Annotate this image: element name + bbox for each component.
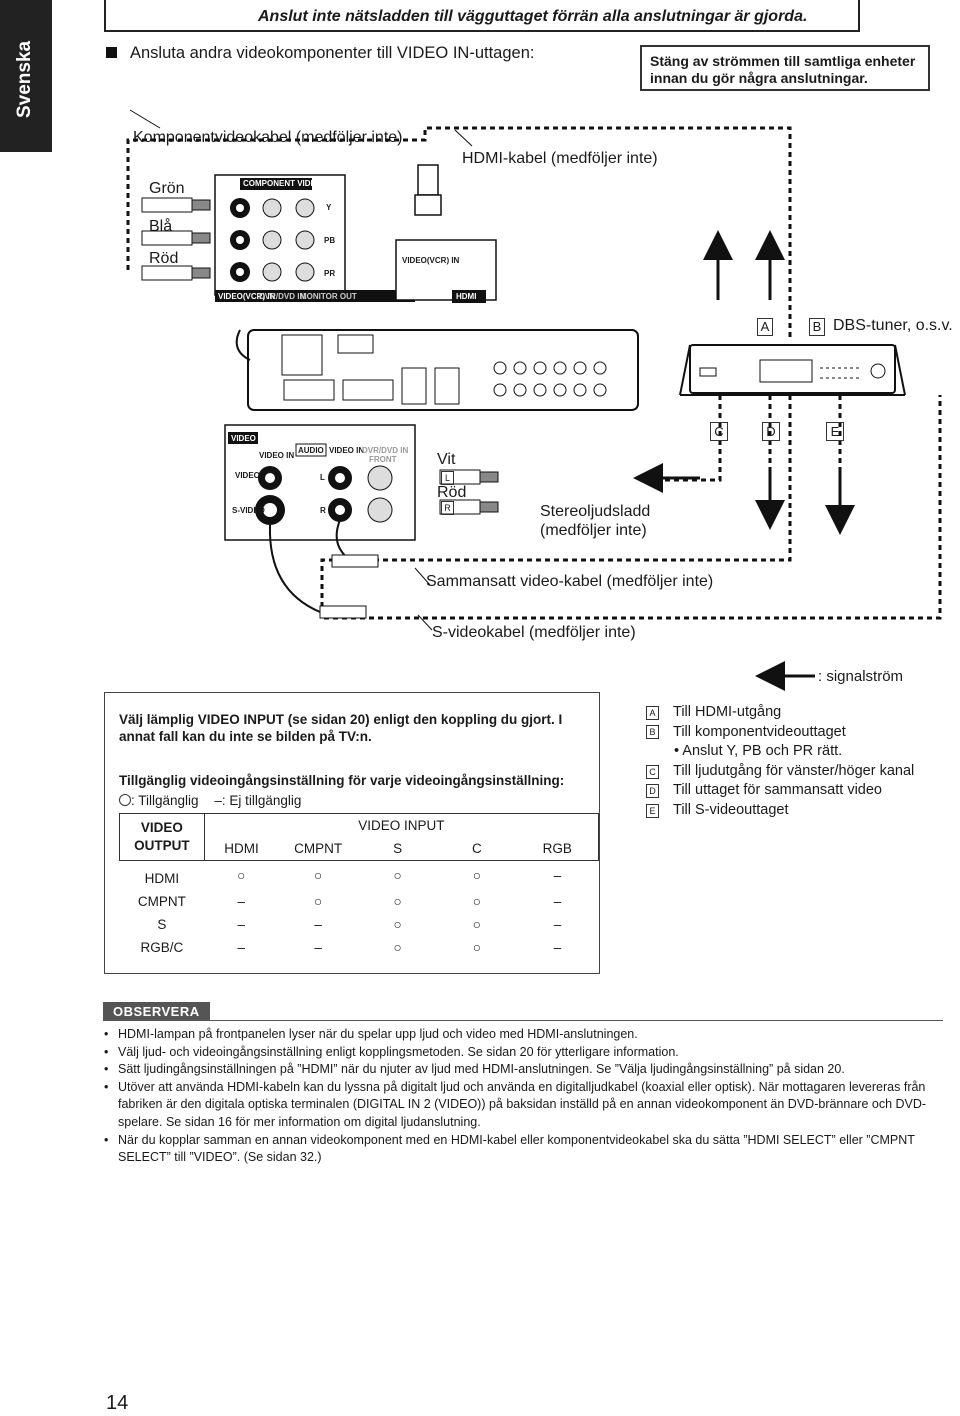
audio-plugs xyxy=(439,469,499,515)
page-number: 14 xyxy=(106,1392,129,1414)
white-plug-label: Vit xyxy=(437,451,456,468)
component-cable-path xyxy=(126,126,792,340)
marker-b: B xyxy=(809,318,825,336)
warning-frame xyxy=(104,0,860,32)
legend-available: : Tillgänglig xyxy=(131,793,199,808)
red-plug-label: Röd xyxy=(437,484,467,501)
list-item: •Välj ljud- och videoingångsinställning … xyxy=(104,1044,679,1059)
hdmi-jack-label: VIDEO(VCR) IN xyxy=(402,256,460,265)
panel-intro: Välj lämplig VIDEO INPUT (se sidan 20) e… xyxy=(119,712,563,744)
list-item: •HDMI-lampan på frontpanelen lyser när d… xyxy=(104,1027,638,1041)
top-warning: Anslut inte nätsladden till vägguttaget … xyxy=(258,8,808,25)
composite-cable-label: Sammansatt video-kabel (medföljer inte) xyxy=(426,573,714,590)
dvd-in-footer: DVR/DVD IN xyxy=(259,292,306,301)
language-tab: Svenska xyxy=(0,0,52,152)
plug-r-tag: R xyxy=(441,501,454,515)
front-svideo-label: S-VIDEO xyxy=(232,506,265,515)
pb-jack-label: PB xyxy=(324,236,336,245)
col-hdmi: HDMI xyxy=(224,841,259,856)
front-audio-video-in: VIDEO IN xyxy=(329,446,365,455)
notes-list: •HDMI-lampan på frontpanelen lyser när d… xyxy=(104,1026,944,1167)
table-row: CMPNT – ○ ○ ○ – xyxy=(137,894,562,909)
col-s: S xyxy=(393,841,403,856)
available-circle-icon xyxy=(119,794,131,806)
front-l-label: L xyxy=(320,473,325,482)
notes-title: OBSERVERA xyxy=(103,1002,210,1021)
y-jack-label: Y xyxy=(326,203,332,212)
list-item: •När du kopplar samman en annan videokom… xyxy=(104,1132,915,1165)
notes-divider xyxy=(103,1020,943,1021)
video-input-table: VIDEO OUTPUT VIDEO INPUT HDMI CMPNT S C … xyxy=(119,813,600,959)
svideo-cable-label: S-videokabel (medföljer inte) xyxy=(432,624,636,641)
component-cable-label: Komponentvideokabel (medföljer inte) xyxy=(133,129,403,146)
receiver-rear-panel xyxy=(235,329,639,411)
list-item: •Utöver att använda HDMI-kabeln kan du l… xyxy=(104,1079,927,1129)
hdmi-cable-label: HDMI-kabel (medföljer inte) xyxy=(462,150,658,167)
col-c: C xyxy=(472,841,482,856)
video-cable-path xyxy=(320,395,942,620)
col-cmpnt: CMPNT xyxy=(294,841,343,856)
section-heading: Ansluta andra videokomponenter till VIDE… xyxy=(130,44,535,62)
table-row: S – – ○ ○ – xyxy=(157,917,562,932)
hdmi-connector xyxy=(395,164,497,303)
marker-a: A xyxy=(757,318,773,336)
video-input-panel: Välj lämplig VIDEO INPUT (se sidan 20) e… xyxy=(104,692,600,974)
power-off-notice: Stäng av strömmen till samtliga enheter … xyxy=(640,45,930,91)
component-video-header: COMPONENT VIDEO xyxy=(243,179,323,188)
front-audio-header: AUDIO xyxy=(298,446,324,455)
availability-legend: : Tillgänglig –: Ej tillgänglig xyxy=(119,793,301,808)
front-dvr-label: DVR/DVD IN xyxy=(362,446,409,455)
green-label: Grön xyxy=(149,180,185,197)
front-front-label: FRONT xyxy=(369,455,397,464)
signal-flow-legend: : signalström xyxy=(818,668,904,685)
front-video-in: VIDEO IN xyxy=(259,451,295,460)
monitor-out-footer: MONITOR OUT xyxy=(300,292,357,301)
list-item: •Sätt ljudingångsinställningen på ”HDMI”… xyxy=(104,1062,845,1077)
stereo-cable-label: Stereoljudsladd (medföljer inte) xyxy=(540,503,651,539)
table-row: RGB/C – – ○ ○ – xyxy=(140,940,562,955)
tuner-device xyxy=(679,344,906,396)
component-jack-panel xyxy=(214,174,415,302)
marker-e: E xyxy=(826,422,844,441)
front-video-label: VIDEO xyxy=(235,471,260,480)
component-plugs xyxy=(141,197,211,281)
marker-c: C xyxy=(710,422,728,441)
table-row: HDMI ○ ○ ○ ○ – xyxy=(144,868,562,886)
connection-diagram xyxy=(126,109,942,691)
availability-title: Tillgänglig videoingångsinställning för … xyxy=(119,773,565,788)
vcr-in-footer: VIDEO(VCR) IN xyxy=(218,292,276,301)
video-output-header: VIDEO OUTPUT xyxy=(119,813,205,861)
hdmi-badge: HDMI xyxy=(456,292,477,301)
marker-d: D xyxy=(762,422,780,441)
blue-label: Blå xyxy=(149,218,173,235)
plug-l-tag: L xyxy=(441,471,454,485)
source-device-label: DBS-tuner, o.s.v. xyxy=(833,317,953,334)
front-video-header: VIDEO xyxy=(231,434,256,443)
pr-jack-label: PR xyxy=(324,269,336,278)
bullet-square-icon xyxy=(106,47,117,58)
legend-item: • Anslut Y, PB och PR rätt. xyxy=(674,743,843,760)
legend-unavailable: –: Ej tillgänglig xyxy=(214,793,302,808)
col-rgb: RGB xyxy=(516,837,599,861)
video-input-header: VIDEO INPUT xyxy=(204,813,600,837)
front-r-label: R xyxy=(320,506,326,515)
front-video-panel xyxy=(224,424,416,541)
red-label: Röd xyxy=(149,250,179,267)
